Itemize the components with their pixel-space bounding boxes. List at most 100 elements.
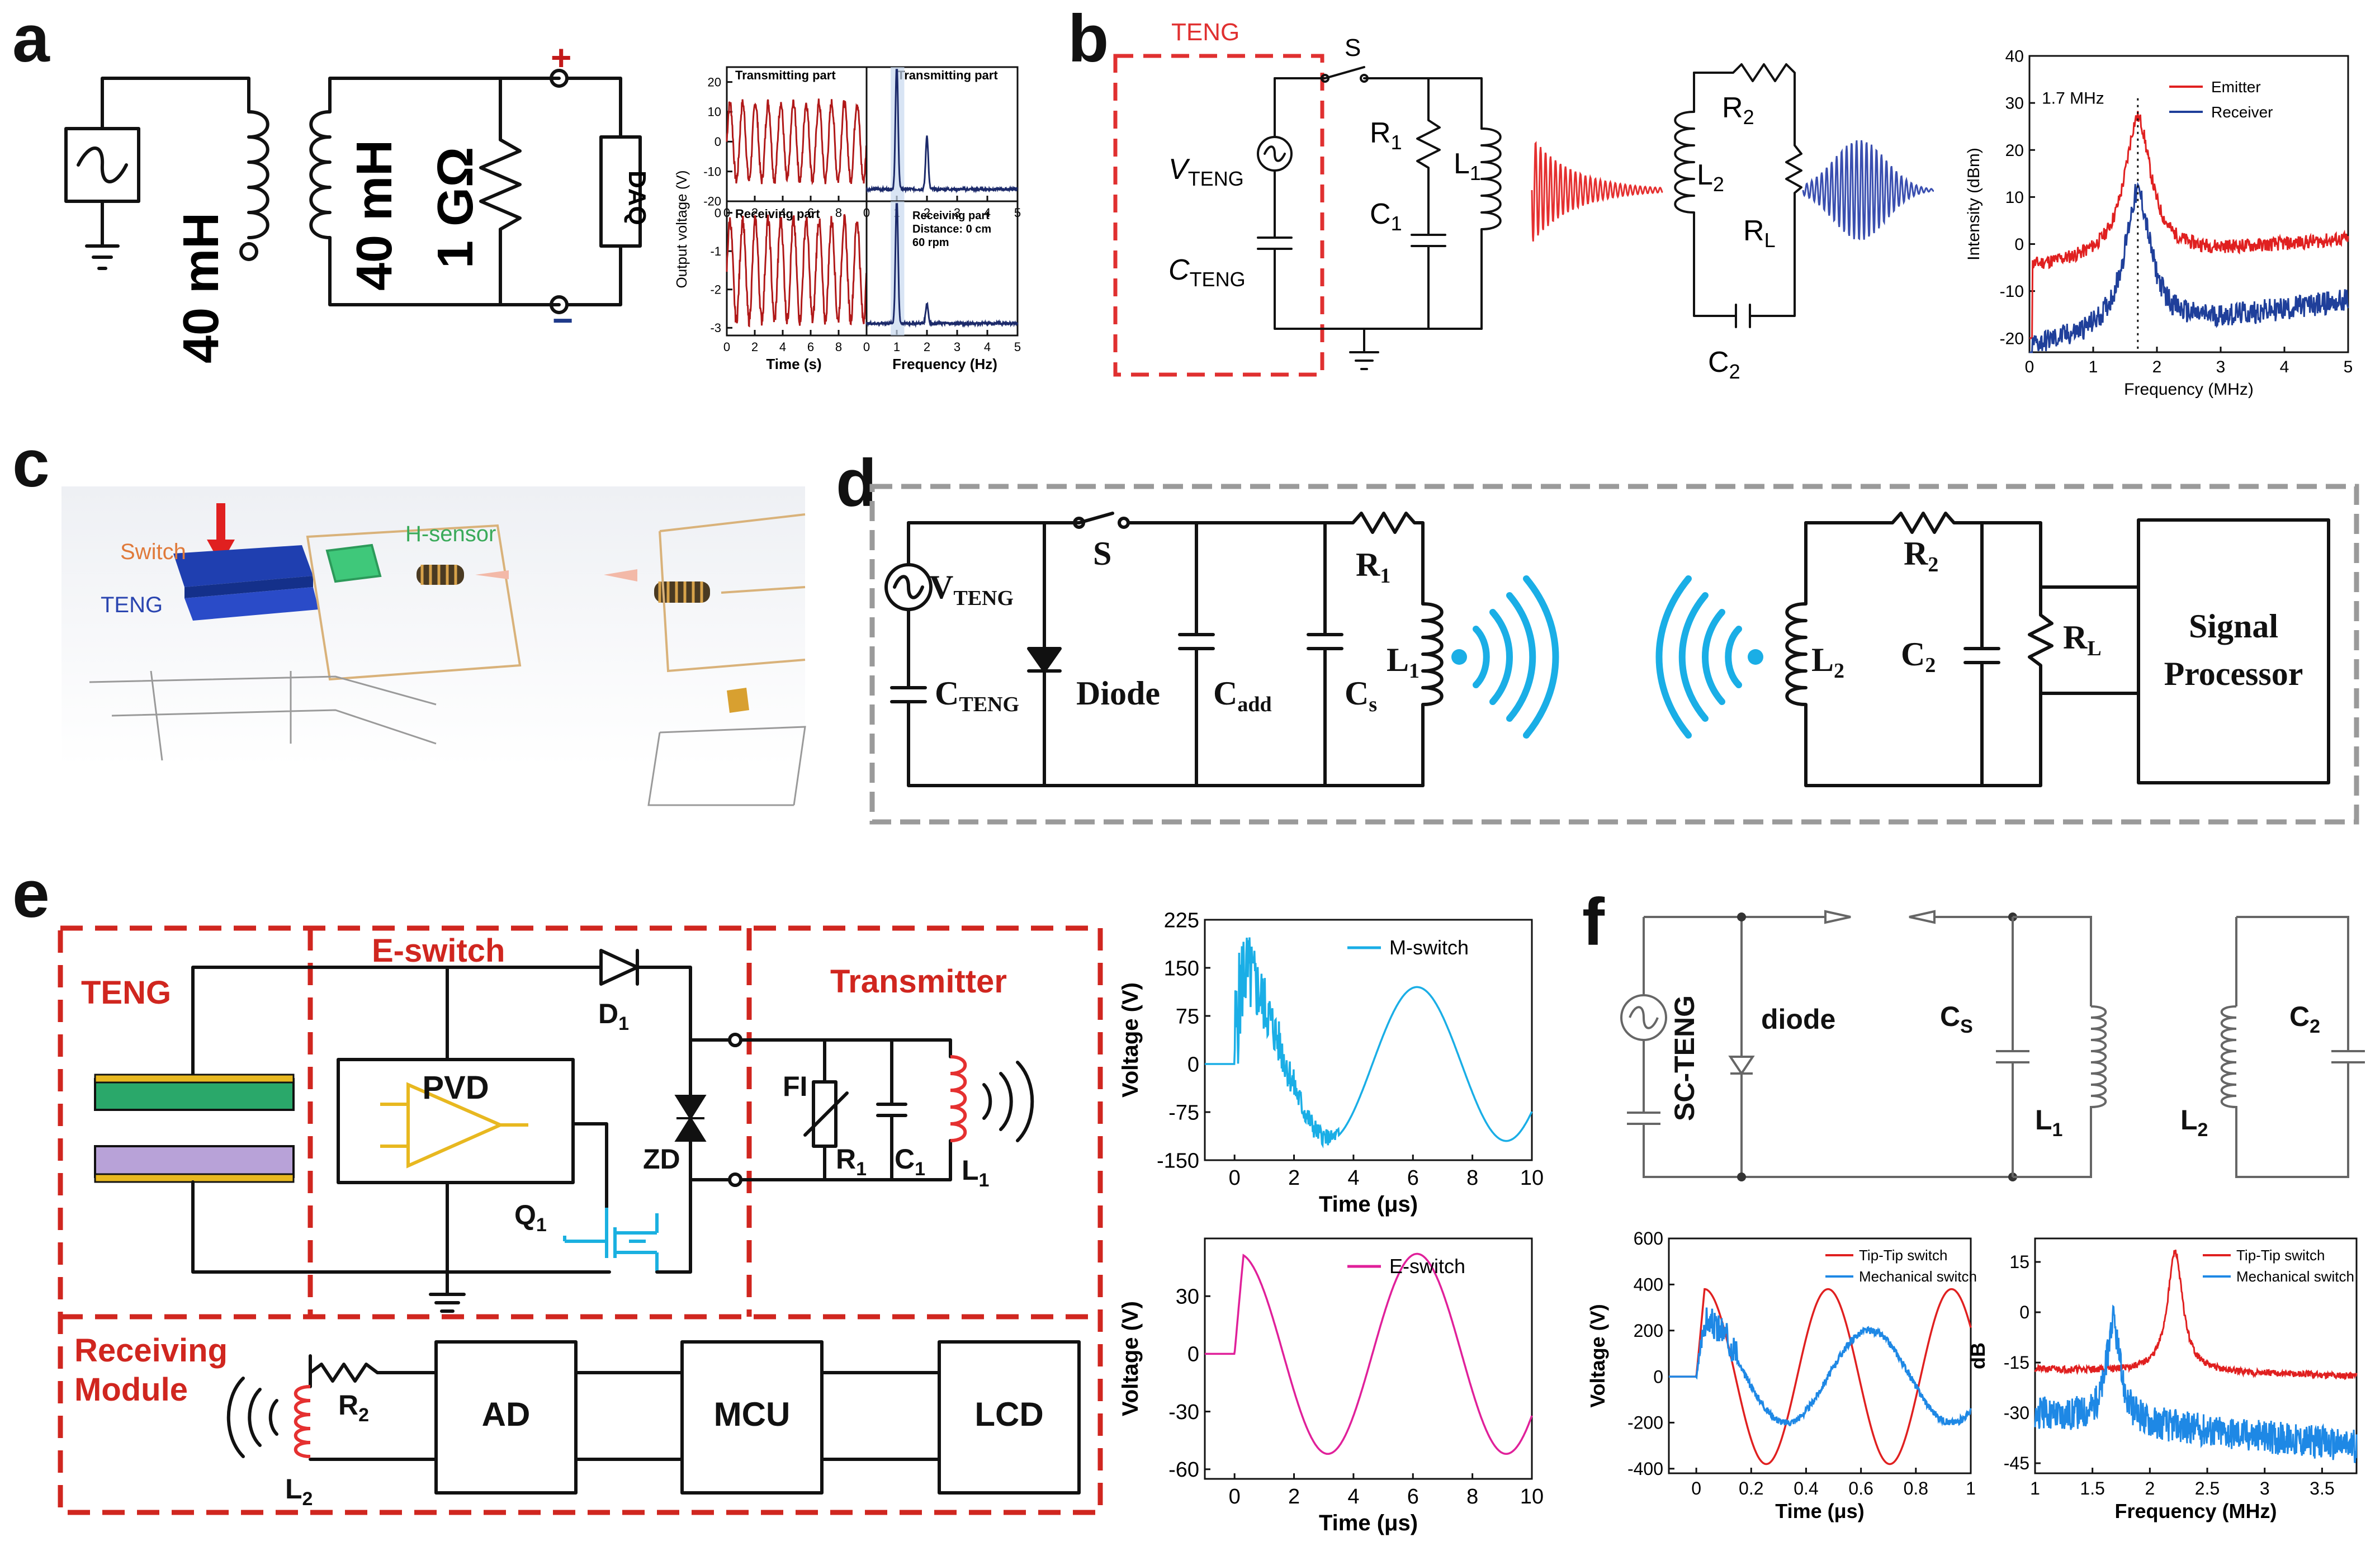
d-r1-label: R1: [1356, 546, 1390, 588]
mcu-box: [680, 1340, 824, 1495]
f-diode: [1728, 917, 1755, 1177]
minus-label: −: [552, 300, 573, 341]
legend-label: E-switch: [1389, 1255, 1465, 1278]
y-tick-label: 200: [1634, 1321, 1663, 1341]
y-tick-label: 225: [1164, 909, 1199, 932]
x-tick-label: 1: [2089, 358, 2098, 376]
c-frame: [306, 524, 522, 681]
e-l1-label: L1: [962, 1155, 989, 1191]
d-r2-label: R2: [1904, 535, 1938, 576]
inductor-secondary: [309, 110, 332, 239]
e-mswitch-frame: [1204, 919, 1533, 1161]
d-transmitter-circuit: [884, 512, 1559, 787]
panel-c: c Switch TENG H-sensor: [12, 426, 806, 806]
y-tick-label: 0: [1187, 1053, 1199, 1076]
legend-label: Receiver: [2211, 103, 2273, 121]
e-pvd-label: PVD: [422, 1070, 489, 1106]
d-ac-source: [884, 563, 933, 611]
c-coil-1: [417, 565, 464, 585]
e-receiving-label-2: Module: [74, 1372, 188, 1408]
e-eswitch-trace: [1205, 1252, 1533, 1455]
switch-s-label: S: [1345, 34, 1361, 62]
x-tick-label: 0: [1691, 1478, 1701, 1498]
a-xlabel-freq: Frequency (Hz): [892, 356, 997, 372]
a-ylabel: Output voltage (V): [673, 171, 690, 289]
y-tick-label: -150: [1157, 1149, 1199, 1172]
d-c2-label: C2: [1901, 636, 1936, 677]
x-tick-label: 1: [1966, 1478, 1976, 1498]
e-fuse-r1: [812, 1080, 838, 1148]
c-switch-label: Switch: [120, 540, 186, 564]
inductor2-label: 40 mH: [347, 140, 403, 291]
y-axis-label: dB: [1966, 1342, 1989, 1369]
d-receiver-circuit: [1655, 512, 2330, 787]
x-tick-label: 10: [1520, 1166, 1544, 1190]
e-d1-diode: [599, 949, 639, 986]
x-tick-label: 4: [1347, 1166, 1359, 1190]
a-receive-time-trace: [726, 214, 868, 328]
e-lcd-label: LCD: [974, 1396, 1043, 1433]
c-signal-2: [604, 569, 637, 581]
x-tick-label: 4: [2280, 358, 2289, 376]
e-c1-label: C1: [895, 1143, 925, 1180]
panel-a-source-circuit: 40 mH: [64, 77, 269, 363]
e-opamp-icon: [406, 1082, 505, 1169]
x-axis-label: Frequency (MHz): [2114, 1500, 2277, 1522]
e-zener-diode: [674, 1095, 707, 1142]
a-receive-freq-frame: [865, 200, 1019, 337]
y-tick-label: 30: [1176, 1285, 1199, 1309]
c1-label: C1: [1370, 198, 1402, 235]
y-tick-label: -75: [1168, 1101, 1199, 1124]
panel-letter-c: c: [12, 426, 50, 501]
x-tick-label: 4: [984, 206, 991, 220]
y-tick-label: -30: [2004, 1403, 2029, 1423]
r2-label: R2: [1722, 92, 1754, 129]
e-d1-label: D1: [598, 998, 629, 1034]
panel-b: b TENG S VTENG CTENG R1 C1 L1 R2: [1068, 1, 2353, 399]
x-tick-label: 6: [1407, 1485, 1419, 1509]
inductor-primary: [247, 110, 269, 239]
a-title-br: Receiving part: [912, 210, 990, 222]
e-l1-coil: [950, 1055, 967, 1142]
f-freq-series-1: [2034, 1304, 2358, 1463]
teng-label: TENG: [1171, 18, 1239, 46]
b-spectrum-frame: [2028, 55, 2349, 353]
c-teng-plate-bottom: [184, 587, 319, 621]
y-axis-label: Voltage (V): [1586, 1304, 1609, 1407]
c-teng-plate-top: [173, 545, 313, 587]
e-rx-wave-icon: [226, 1377, 278, 1458]
a-title-tr: Transmitting part: [897, 68, 998, 82]
d-tx-waves-icon: [1473, 575, 1559, 739]
e-transmitter-label: Transmitter: [830, 963, 1007, 1000]
e-receiving-label-1: Receiving: [74, 1332, 228, 1369]
y-axis-label: Voltage (V): [1118, 1301, 1143, 1416]
y-tick-label: -10: [703, 164, 721, 178]
y-axis-label: Voltage (V): [1118, 982, 1143, 1098]
legend-label: Mechanical switch: [2236, 1268, 2354, 1285]
y-tick-label: -200: [1627, 1413, 1663, 1433]
y-tick-label: -30: [1168, 1401, 1199, 1424]
x-tick-label: 1: [2030, 1478, 2040, 1498]
f-diode-label: diode: [1761, 1004, 1835, 1035]
panel-a-receiver-circuit: 40 mH 1 GΩ DAQ + −: [309, 37, 651, 341]
d-rl-label: RL: [2063, 619, 2102, 660]
a-transmit-freq-frame: [865, 66, 1019, 202]
c-signal-1: [475, 570, 509, 579]
c-hsensor-chip: [325, 543, 382, 583]
x-tick-label: 4: [779, 206, 786, 220]
resistor-label: 1 GΩ: [428, 147, 484, 268]
y-tick-label: -20: [2000, 329, 2024, 348]
y-tick-label: 30: [2005, 94, 2024, 113]
x-tick-label: 2: [2152, 358, 2162, 376]
x-tick-label: 1: [893, 340, 900, 354]
a-receive-freq-trace: [865, 203, 1019, 328]
x-tick-label: 2: [924, 340, 930, 354]
x-tick-label: 0: [863, 340, 870, 354]
panel-letter-f: f: [1582, 885, 1605, 959]
y-tick-label: 0: [1187, 1343, 1199, 1366]
f-time-frame: [1668, 1237, 1972, 1474]
e-tx-wave-icon: [982, 1061, 1034, 1142]
legend-label: Mechanical switch: [1859, 1268, 1977, 1285]
